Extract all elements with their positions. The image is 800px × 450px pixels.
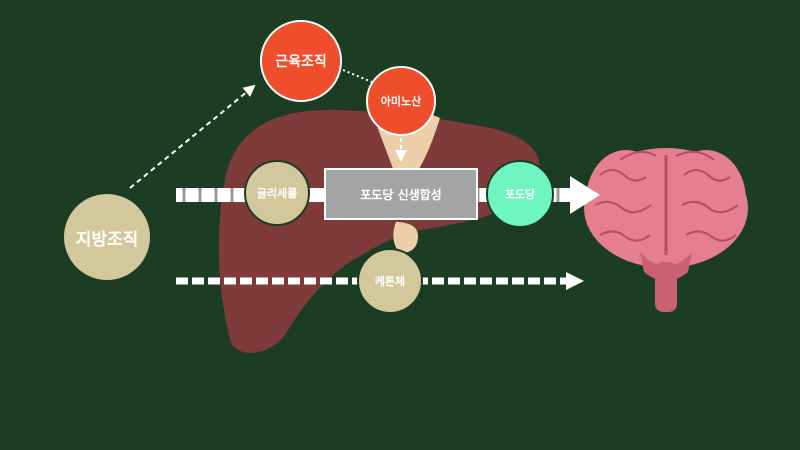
muscle-tissue-node: 근육조직 bbox=[260, 20, 342, 102]
glycerol-node: 글리세롤 bbox=[244, 160, 310, 226]
muscle-to-amino-line bbox=[342, 69, 373, 83]
gluconeogenesis-box: 포도당 신생합성 bbox=[324, 168, 478, 220]
gluconeogenesis-label: 포도당 신생합성 bbox=[360, 187, 442, 202]
brain-illustration bbox=[584, 148, 748, 312]
fat-tissue-node: 지방조직 bbox=[62, 192, 152, 282]
amino-acid-node: 아미노산 bbox=[366, 66, 436, 136]
amino-acid-label: 아미노산 bbox=[380, 95, 422, 108]
ketone-bodies-node: 케톤체 bbox=[357, 248, 423, 314]
liver-illustration bbox=[218, 109, 540, 353]
glycerol-label: 글리세롤 bbox=[256, 187, 298, 200]
ketone-bodies-label: 케톤체 bbox=[374, 275, 406, 288]
muscle-tissue-label: 근육조직 bbox=[275, 54, 327, 70]
fat-tissue-label: 지방조직 bbox=[75, 229, 139, 250]
glucose-node: 포도당 bbox=[486, 160, 554, 228]
glucose-label: 포도당 bbox=[504, 188, 536, 201]
